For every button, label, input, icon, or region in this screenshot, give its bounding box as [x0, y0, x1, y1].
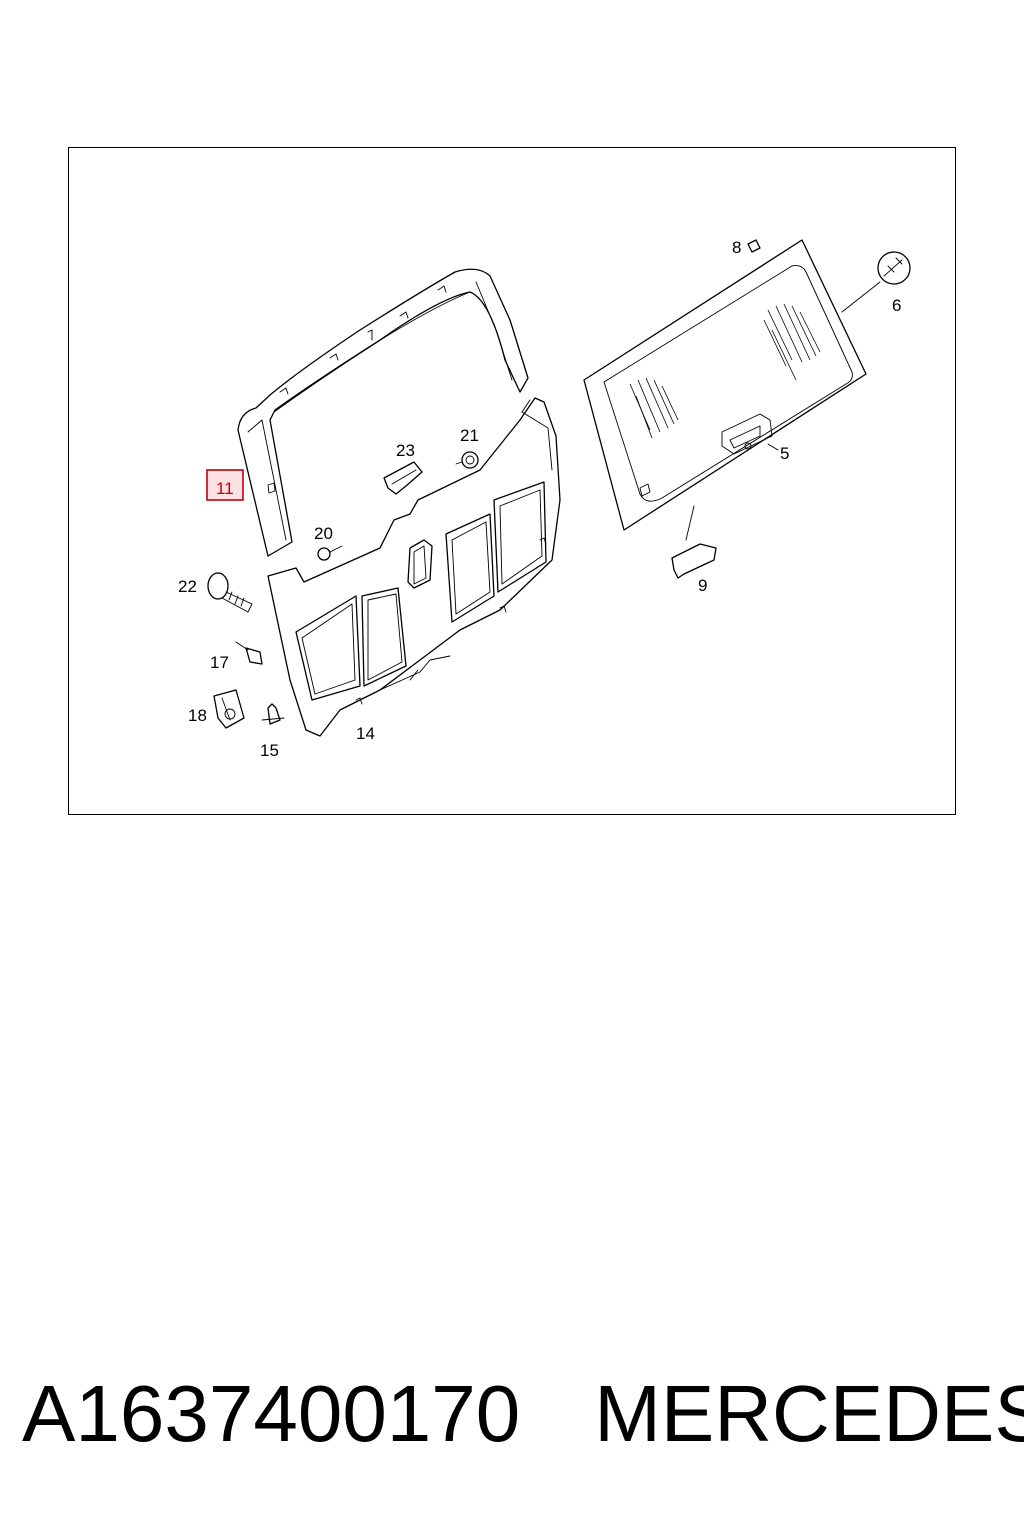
part-6-clip[interactable] — [841, 251, 911, 313]
part-5-rear-window[interactable] — [583, 239, 867, 531]
callout-6[interactable]: 6 — [892, 296, 901, 315]
part-number: A1637400170 — [22, 1369, 521, 1458]
callout-11[interactable]: 11 — [216, 479, 234, 498]
callout-20[interactable]: 20 — [314, 524, 333, 543]
part-21-plug[interactable] — [455, 451, 479, 469]
part-17-bolt[interactable] — [235, 641, 263, 665]
callout-14[interactable]: 14 — [356, 724, 375, 743]
part-23-bracket[interactable] — [383, 461, 423, 495]
part-20-clip[interactable] — [317, 545, 343, 561]
part-11-upper-trim[interactable] — [237, 268, 529, 557]
part-18-clip-holder[interactable] — [213, 689, 245, 729]
footer-caption: A1637400170 MERCEDES — [22, 1368, 1024, 1478]
exploded-parts-diagram: 5 6 8 9 11 14 15 17 18 20 21 22 23 — [178, 238, 911, 760]
part-14-lower-panel[interactable] — [267, 397, 561, 737]
callout-22[interactable]: 22 — [178, 577, 197, 596]
callout-21[interactable]: 21 — [460, 426, 479, 445]
callout-18[interactable]: 18 — [188, 706, 207, 725]
callout-8[interactable]: 8 — [732, 238, 741, 257]
part-15-push-clip[interactable] — [261, 703, 285, 725]
callout-15[interactable]: 15 — [260, 741, 279, 760]
callout-5[interactable]: 5 — [780, 444, 789, 463]
part-8-pad[interactable] — [747, 239, 761, 253]
part-22-screw[interactable] — [207, 572, 253, 613]
callout-23[interactable]: 23 — [396, 441, 415, 460]
callout-9[interactable]: 9 — [698, 576, 707, 595]
part-9-cover[interactable] — [671, 505, 717, 579]
callout-17[interactable]: 17 — [210, 653, 229, 672]
diagram-frame — [68, 147, 956, 815]
callout-11-highlight — [206, 469, 244, 501]
brand-name: MERCEDES — [594, 1369, 1024, 1458]
